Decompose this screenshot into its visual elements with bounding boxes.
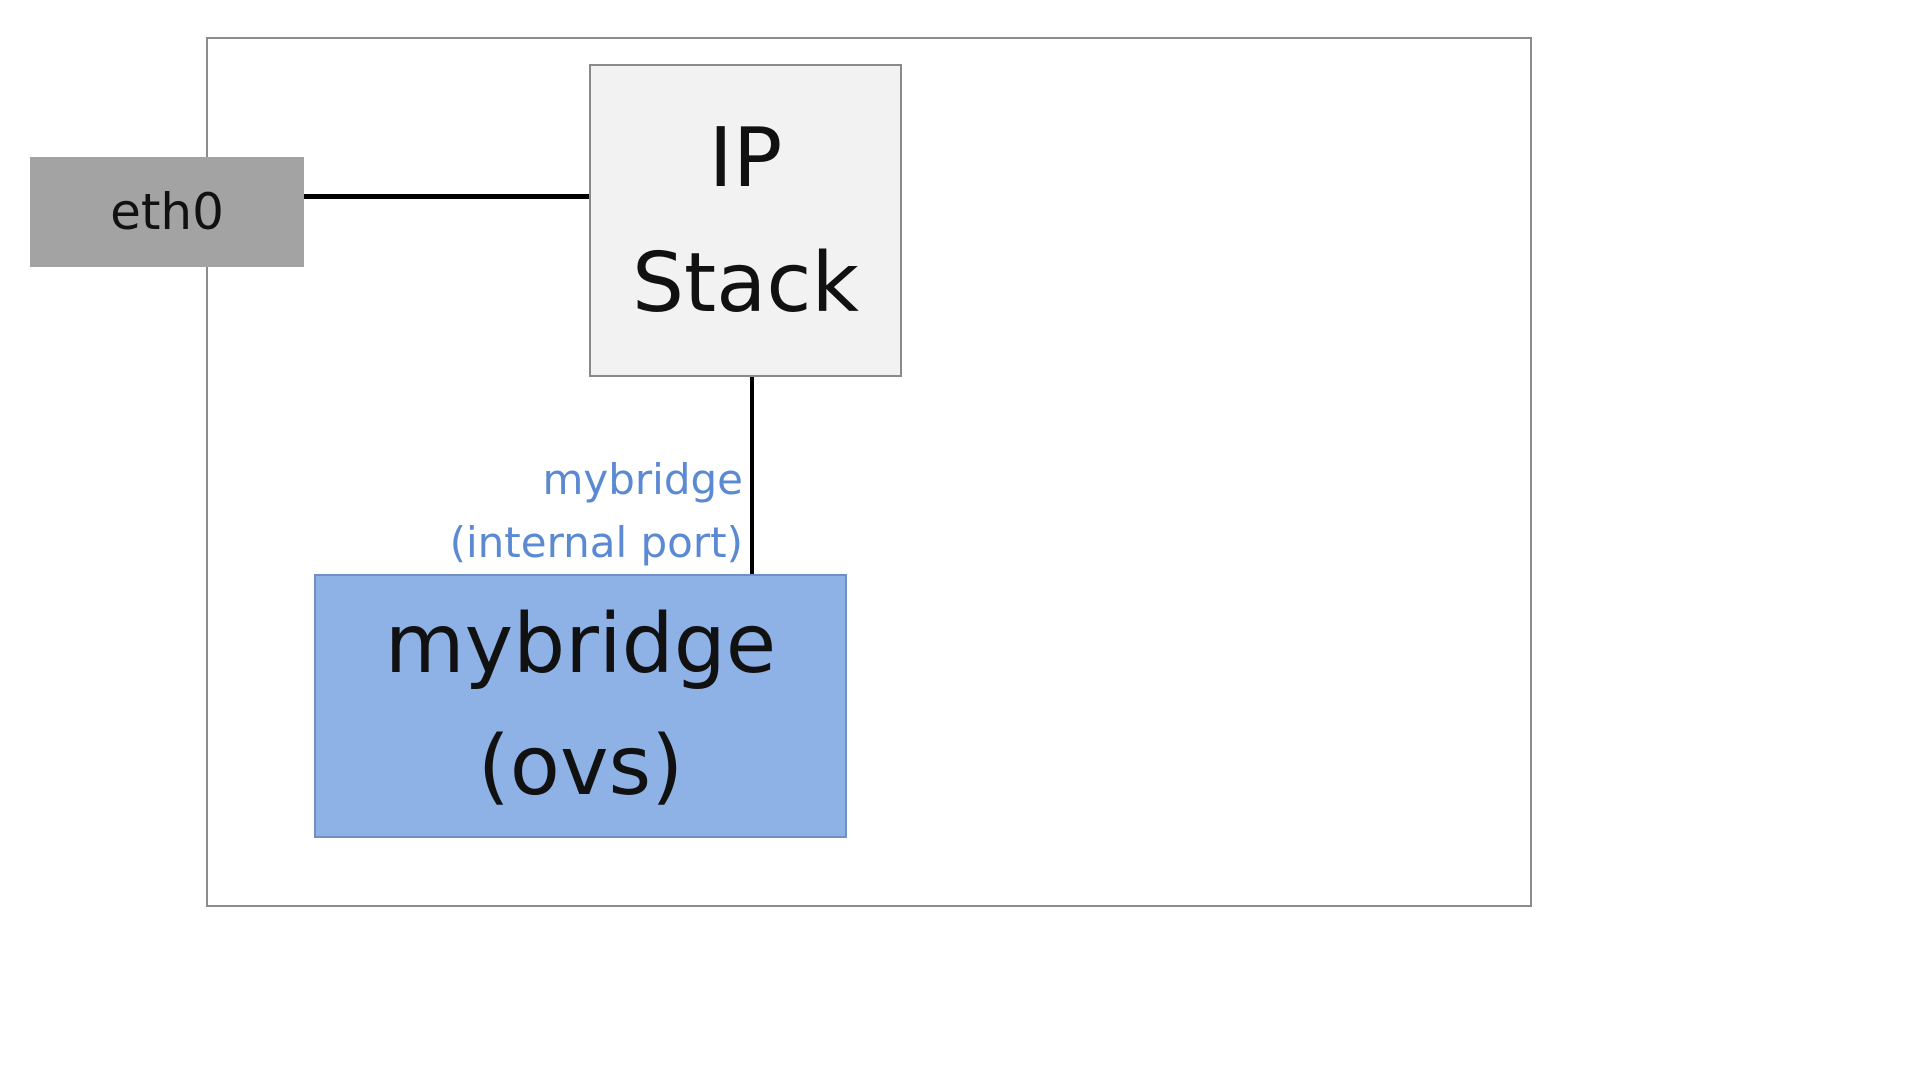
internal-port-label: mybridge (internal port) bbox=[450, 448, 743, 574]
ovs-bridge-box: mybridge (ovs) bbox=[314, 574, 847, 838]
ip-stack-box: IP Stack bbox=[589, 64, 902, 377]
ip-stack-label-line1: IP bbox=[708, 110, 783, 206]
eth0-to-ip-stack-link bbox=[302, 194, 591, 199]
eth0-interface-box: eth0 bbox=[30, 157, 304, 267]
bridge-label-line2: (ovs) bbox=[477, 719, 684, 814]
host-boundary bbox=[206, 37, 1532, 907]
bridge-label-line1: mybridge bbox=[384, 597, 777, 692]
eth0-label: eth0 bbox=[110, 183, 224, 241]
internal-port-label-line2: (internal port) bbox=[449, 518, 743, 567]
internal-port-label-line1: mybridge bbox=[542, 455, 743, 504]
ip-stack-to-bridge-link bbox=[750, 375, 754, 576]
ip-stack-label-line2: Stack bbox=[631, 235, 860, 331]
